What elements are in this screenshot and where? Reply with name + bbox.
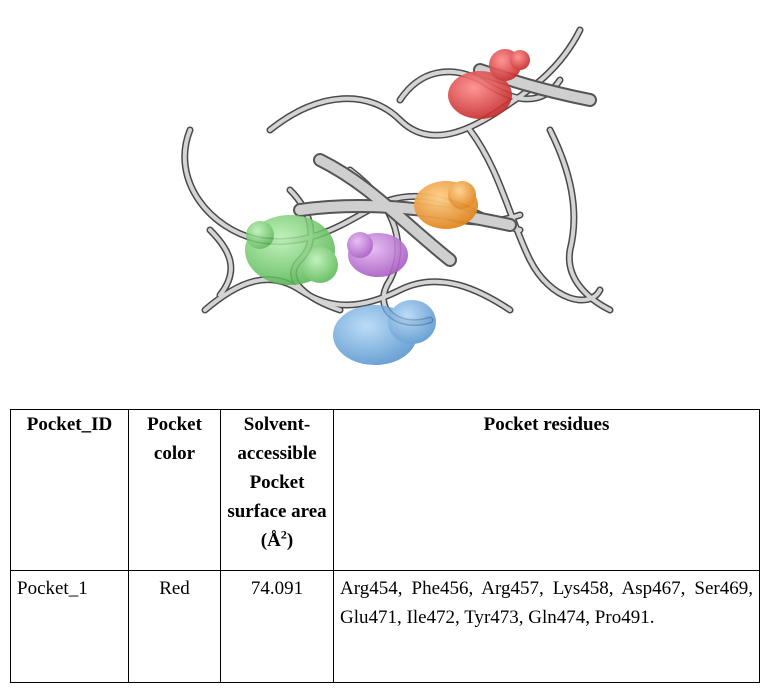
- table-row: Pocket_1 Red 74.091 Arg454, Phe456, Arg4…: [10, 570, 760, 683]
- pocket-table: Pocket_ID Pocket color Solvent-accessibl…: [10, 409, 760, 683]
- header-surface-area-superscript: 2: [280, 527, 287, 542]
- header-surface-area: Solvent-accessible Pocket surface area (…: [220, 409, 334, 571]
- protein-ribbon-render: [181, 26, 614, 365]
- pocket-blue-blob: [333, 300, 436, 365]
- ribbon-backbone: [181, 26, 614, 327]
- cell-surface-area: 74.091: [220, 570, 334, 683]
- header-surface-area-text: Solvent-accessible Pocket surface area (…: [227, 414, 327, 551]
- header-surface-area-close: ): [286, 530, 294, 551]
- cell-pocket-residues: Arg454, Phe456, Arg457, Lys458, Asp467, …: [333, 570, 760, 683]
- table-header-row: Pocket_ID Pocket color Solvent-accessibl…: [10, 409, 760, 571]
- pocket-purple-blob: [347, 232, 408, 277]
- header-pocket-residues: Pocket residues: [333, 409, 760, 571]
- cell-pocket-color: Red: [128, 570, 221, 683]
- pocket-red-blob: [448, 49, 530, 119]
- protein-structure-figure: [150, 10, 620, 380]
- cell-pocket-id: Pocket_1: [10, 570, 129, 683]
- pocket-orange-blob: [414, 181, 478, 229]
- pocket-green-blob: [245, 215, 338, 285]
- header-pocket-color: Pocket color: [128, 409, 221, 571]
- header-pocket-id: Pocket_ID: [10, 409, 129, 571]
